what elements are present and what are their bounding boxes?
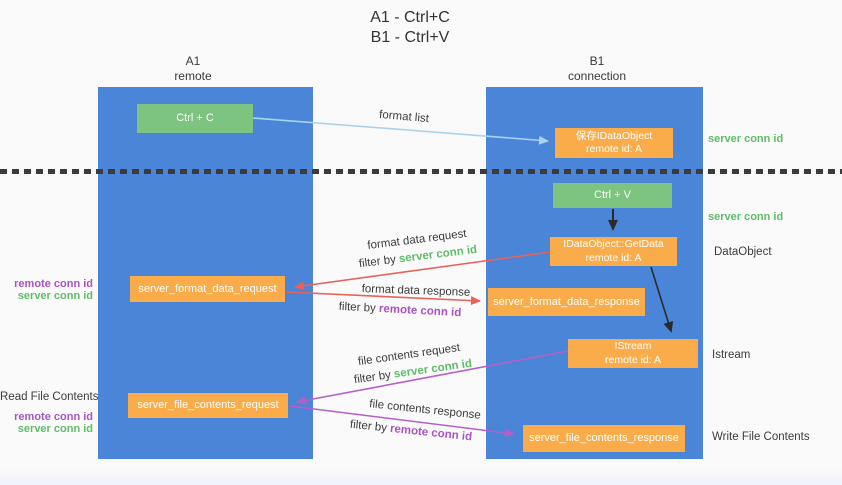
diagram-title: A1 - Ctrl+C B1 - Ctrl+V	[0, 8, 820, 48]
arrow-format-list	[252, 117, 549, 145]
title-line-a1: A1 - Ctrl+C	[370, 9, 450, 26]
annotation-server-conn-id-top: server conn id	[708, 133, 784, 145]
node-istream: IStream remote id: A	[568, 339, 698, 368]
lane-b1-role: connection	[567, 69, 627, 83]
node-istream-line1: IStream	[614, 340, 652, 353]
annotation-conn-ids-top: remote conn id server conn id	[0, 278, 93, 302]
annotation-write-file-contents: Write File Contents	[712, 431, 810, 443]
annotation-dataobject: DataObject	[714, 246, 772, 258]
node-ctrl-v: Ctrl + V	[553, 183, 672, 208]
node-server-file-contents-response: server_file_contents_response	[523, 425, 685, 452]
node-idataobject-getdata: IDataObject::GetData remote id: A	[550, 237, 677, 266]
bottom-fade	[0, 469, 842, 485]
node-istream-line2: remote id: A	[604, 353, 662, 366]
node-getdata-line1: IDataObject::GetData	[563, 238, 664, 251]
node-file-response-label: server_file_contents_response	[529, 432, 679, 445]
arrow-format-data-request	[294, 251, 551, 291]
node-ctrl-c-label: Ctrl + C	[176, 112, 214, 125]
arrow-getdata-to-istream	[650, 266, 674, 333]
annotation-conn-ids-bottom: remote conn id server conn id	[0, 411, 93, 435]
node-getdata-line2: remote id: A	[585, 251, 642, 264]
lane-header-b1: B1 connection	[497, 54, 697, 84]
lane-b1-name: B1	[589, 54, 605, 68]
annotation-read-file-contents: Read File Contents	[0, 391, 99, 403]
lane-a1-name: A1	[185, 54, 201, 68]
title-line-b1: B1 - Ctrl+V	[370, 29, 450, 46]
annotation-server-conn-id-left-top: server conn id	[17, 290, 93, 302]
node-ctrl-v-label: Ctrl + V	[594, 189, 631, 202]
annotation-remote-conn-id-top: remote conn id	[14, 278, 93, 290]
annotation-remote-conn-id-bottom: remote conn id	[14, 411, 93, 423]
node-server-format-data-request: server_format_data_request	[130, 276, 285, 302]
node-server-format-data-response: server_format_data_response	[488, 288, 645, 316]
node-server-file-contents-request: server_file_contents_request	[128, 393, 288, 418]
lane-header-a1: A1 remote	[93, 54, 293, 84]
node-ctrl-c: Ctrl + C	[137, 104, 253, 133]
annotation-server-conn-id-left-bottom: server conn id	[17, 423, 93, 435]
phase-separator-dotted-line	[0, 169, 842, 174]
node-save-idataobject: 保存IDataObject remote id: A	[555, 128, 673, 158]
node-file-request-label: server_file_contents_request	[137, 399, 279, 412]
filter-by-text: filter by	[338, 300, 380, 315]
node-format-response-label: server_format_data_response	[493, 295, 640, 308]
arrow-file-contents-response	[289, 405, 515, 438]
annotation-server-conn-id-mid: server conn id	[708, 211, 784, 223]
node-format-request-label: server_format_data_request	[138, 282, 277, 295]
arrow-format-data-response	[285, 291, 481, 306]
node-save-idataobject-line1: 保存IDataObject	[575, 129, 653, 142]
annotation-istream: Istream	[712, 349, 751, 361]
lane-a1-role: remote	[174, 69, 212, 83]
node-save-idataobject-line2: remote id: A	[585, 143, 643, 155]
arrow-file-contents-request	[296, 350, 569, 405]
